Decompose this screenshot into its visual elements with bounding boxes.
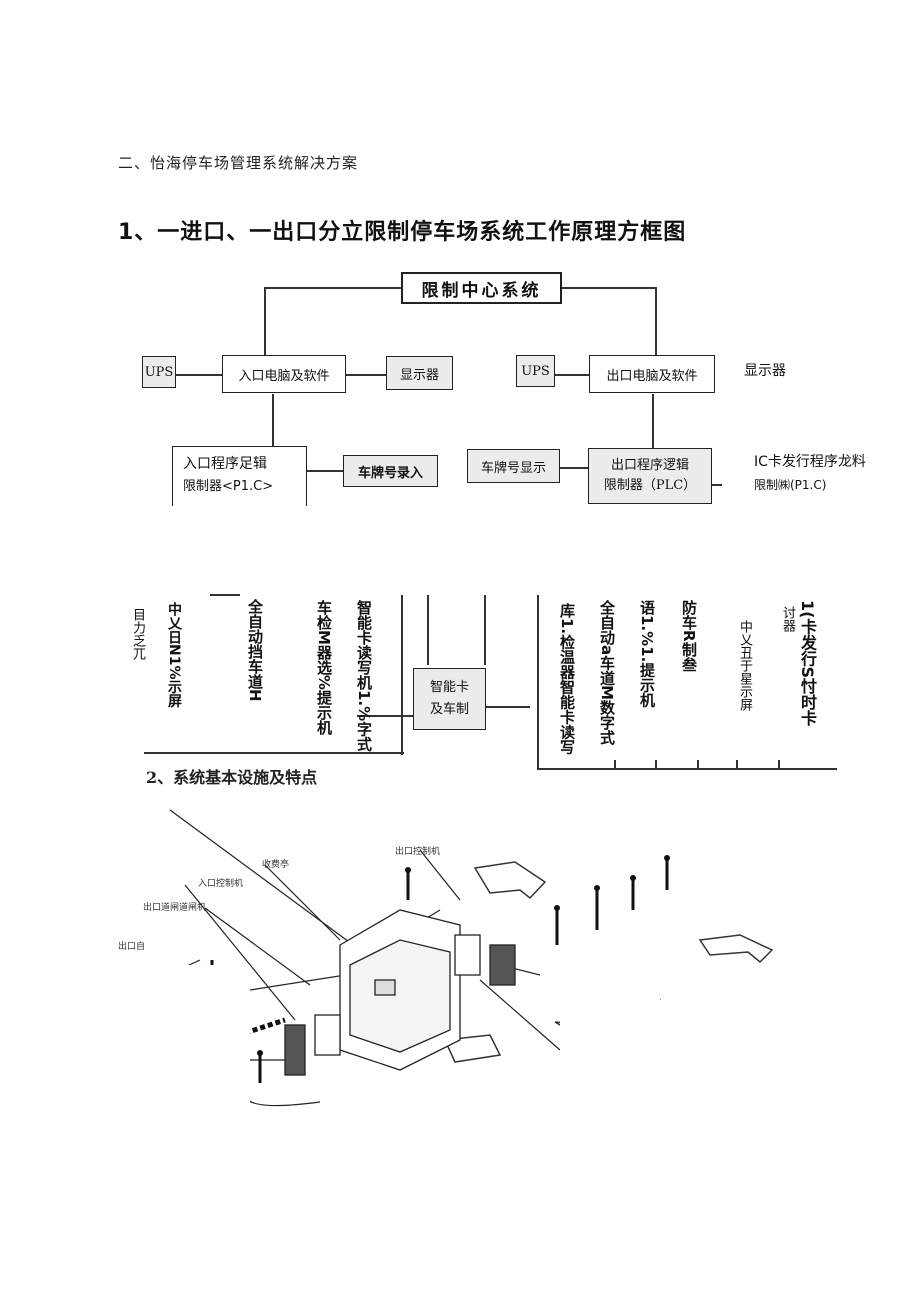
- left-column-4: 车检M器选%提示机: [315, 600, 333, 735]
- display-left-box: 显示器: [386, 356, 453, 390]
- left-column-5: 智能卡读写机1.%字式: [355, 600, 373, 752]
- exit-pc-box: 出口电脑及软件: [589, 355, 715, 393]
- entry-pc-box: 入口电脑及软件: [222, 355, 346, 393]
- ups-left-box: UPS: [142, 356, 176, 388]
- booth-label: 收费亭: [262, 860, 290, 870]
- smart-card-line1: 智能卡: [429, 680, 469, 695]
- ic-issuer-line2: 限制㈱(P1.C): [754, 478, 827, 492]
- smart-card-box: 智能卡 及车制: [413, 668, 486, 730]
- exit-controller-label: 出口控制机: [395, 847, 441, 857]
- plate-display-box: 车牌号显示: [467, 449, 560, 483]
- entry-controller-label: 入口控制机: [198, 879, 244, 889]
- control-center-box: 限制中心系统: [401, 272, 562, 304]
- entry-plc-line1: 入口程序足辑: [183, 456, 267, 472]
- section-heading: 二、怡海停车场管理系统解决方案: [118, 154, 359, 172]
- right-column-5: 中乂丑于星示屏: [737, 620, 752, 711]
- parking-illustration: [60, 809, 780, 1110]
- exit-plc-line1: 出口程序逻辑: [610, 458, 689, 473]
- plate-entry-box: 车牌号录入: [343, 455, 438, 487]
- section2-heading: 2、系统基本设施及特点: [146, 768, 318, 787]
- left-column-1: 目力乏兀: [130, 608, 145, 660]
- display-right-label: 显示器: [744, 363, 786, 379]
- diagram-heading: 1、一进口、一出口分立限制停车场系统工作原理方框图: [118, 220, 687, 245]
- entry-plc-line2: 限制器<P1.C>: [183, 479, 274, 494]
- right-column-2: 全自动a车道M数字式: [598, 600, 616, 746]
- left-column-2: 中乂日N1%示屏: [166, 602, 182, 708]
- right-column-1: 库1.检温器智能卡读写: [558, 603, 576, 755]
- smart-card-line2: 及车制: [429, 702, 469, 717]
- right-column-7: 1(卡发行S忖时卡: [798, 600, 817, 726]
- exit-plc-box: 出口程序逻辑 限制器（PLC）: [588, 448, 712, 504]
- exit-plc-line2: 限制器（PLC）: [603, 478, 697, 493]
- right-column-3: 语1.%1.提示机: [638, 600, 656, 708]
- ic-issuer-line1: IC卡发行程序龙料: [754, 454, 866, 470]
- left-column-3: 全自动挡车道H: [246, 599, 264, 702]
- right-column-4: 防车R制叁: [680, 600, 698, 672]
- exit-auto-label: 出口自: [118, 942, 146, 952]
- entry-plc-box: 入口程序足辑 限制器<P1.C>: [172, 446, 307, 506]
- right-column-6: 讨器: [780, 606, 795, 632]
- entry-barrier-label: 出口道闸道闸机: [143, 903, 207, 913]
- ups-right-box: UPS: [516, 355, 555, 387]
